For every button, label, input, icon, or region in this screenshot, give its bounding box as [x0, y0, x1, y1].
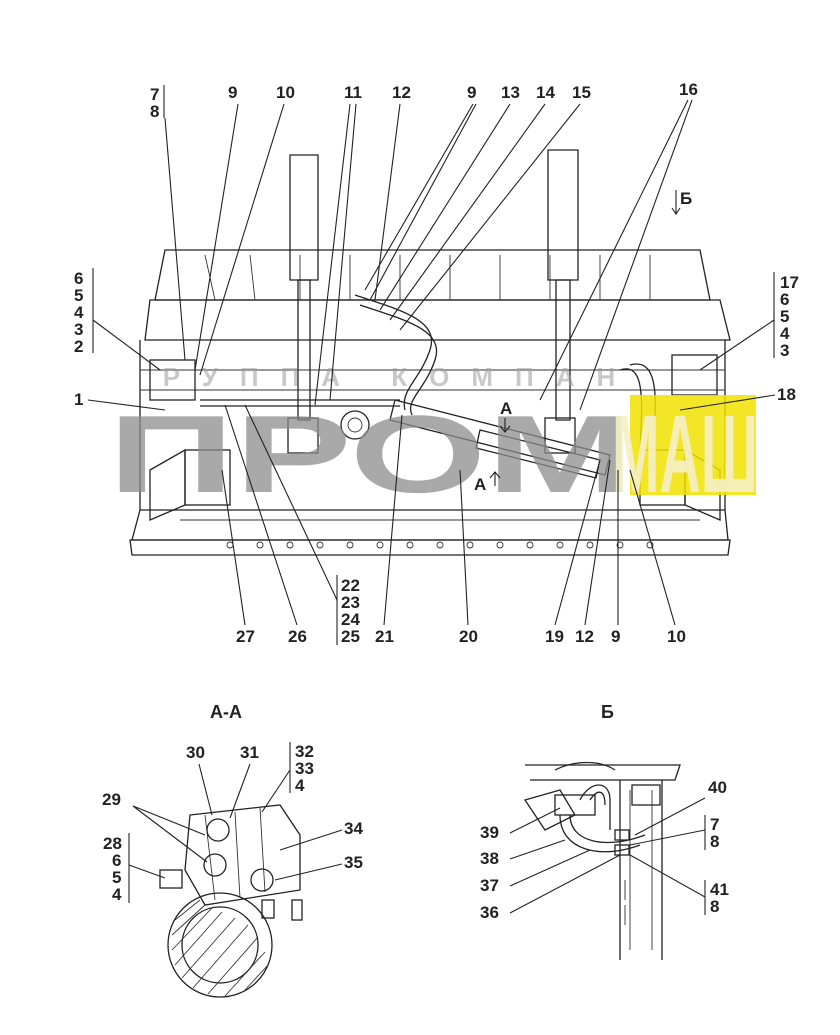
stack-left-3: 3 [74, 320, 83, 339]
stack-left-5: 5 [74, 286, 83, 305]
aa-stack-28: 28 [103, 834, 122, 853]
stack-bottom-25: 25 [341, 627, 360, 646]
aa-stack-32: 32 [295, 742, 314, 761]
callout-26: 26 [288, 627, 307, 646]
section-aa-view: А-А 30 31 32 33 4 29 34 35 28 6 5 4 [102, 702, 363, 998]
callout-9-bottom: 9 [611, 627, 620, 646]
stack-right-6: 6 [780, 290, 789, 309]
section-b-marker: Б [680, 189, 692, 208]
section-aa-title: А-А [210, 702, 242, 722]
aa-callout-34: 34 [344, 819, 363, 838]
callout-12-top: 12 [392, 83, 411, 102]
callout-11: 11 [344, 83, 362, 102]
stack-right-5: 5 [780, 307, 789, 326]
callout-15: 15 [572, 83, 591, 102]
callout-10-bottom: 10 [667, 627, 686, 646]
aa-callout-30: 30 [186, 743, 205, 762]
callout-16: 16 [679, 80, 698, 99]
b-callout-40: 40 [708, 778, 727, 797]
callout-18: 18 [777, 385, 796, 404]
section-b-title: Б [601, 702, 614, 722]
b-stack-8b: 8 [710, 897, 719, 916]
main-callouts: 7 8 9 10 11 12 9 13 14 15 16 Б 6 5 4 3 2… [74, 80, 799, 646]
aa-callout-29: 29 [102, 790, 121, 809]
stack-right-17: 17 [780, 273, 799, 292]
stack-bottom-24: 24 [341, 610, 360, 629]
aa-stack-4b: 4 [112, 885, 122, 904]
callout-8: 8 [150, 102, 159, 121]
callout-9-top-right: 9 [467, 83, 476, 102]
stack-bottom-23: 23 [341, 593, 360, 612]
stack-right-3: 3 [780, 341, 789, 360]
callout-9-top-left: 9 [228, 83, 237, 102]
callout-7: 7 [150, 85, 159, 104]
watermark-bottom-gray: ПРОМ [108, 393, 633, 516]
callout-1: 1 [74, 390, 83, 409]
watermark-top: РУППА КОМПАН [163, 362, 638, 392]
aa-stack-5: 5 [112, 868, 121, 887]
aa-callout-35: 35 [344, 853, 363, 872]
b-stack-7: 7 [710, 815, 719, 834]
section-b-view: Б 40 7 8 39 38 37 36 41 8 [480, 702, 729, 960]
b-stack-8: 8 [710, 832, 719, 851]
b-stack-41: 41 [710, 880, 729, 899]
callout-14: 14 [536, 83, 555, 102]
watermark-yellow-band [630, 395, 756, 495]
callout-19: 19 [545, 627, 564, 646]
b-callout-37: 37 [480, 876, 499, 895]
callout-13: 13 [501, 83, 520, 102]
section-a-marker-bottom: А [474, 475, 486, 494]
b-callout-38: 38 [480, 849, 499, 868]
callout-21: 21 [375, 627, 394, 646]
aa-callout-31: 31 [240, 743, 259, 762]
callout-20: 20 [459, 627, 478, 646]
callout-12-bottom: 12 [575, 627, 594, 646]
stack-bottom-22: 22 [341, 576, 360, 595]
stack-left-6: 6 [74, 269, 83, 288]
b-callout-36: 36 [480, 903, 499, 922]
aa-stack-6: 6 [112, 851, 121, 870]
aa-stack-33: 33 [295, 759, 314, 778]
watermark-bottom-yellow: МАШ [612, 393, 758, 516]
stack-left-2: 2 [74, 337, 83, 356]
aa-stack-4: 4 [295, 776, 305, 795]
watermark: РУППА КОМПАН ПРОМ МАШ [108, 362, 758, 516]
callout-27: 27 [236, 627, 255, 646]
stack-left-4: 4 [74, 303, 84, 322]
callout-10-top: 10 [276, 83, 295, 102]
stack-right-4: 4 [780, 324, 790, 343]
b-callout-39: 39 [480, 823, 499, 842]
section-a-marker-top: А [500, 399, 512, 418]
